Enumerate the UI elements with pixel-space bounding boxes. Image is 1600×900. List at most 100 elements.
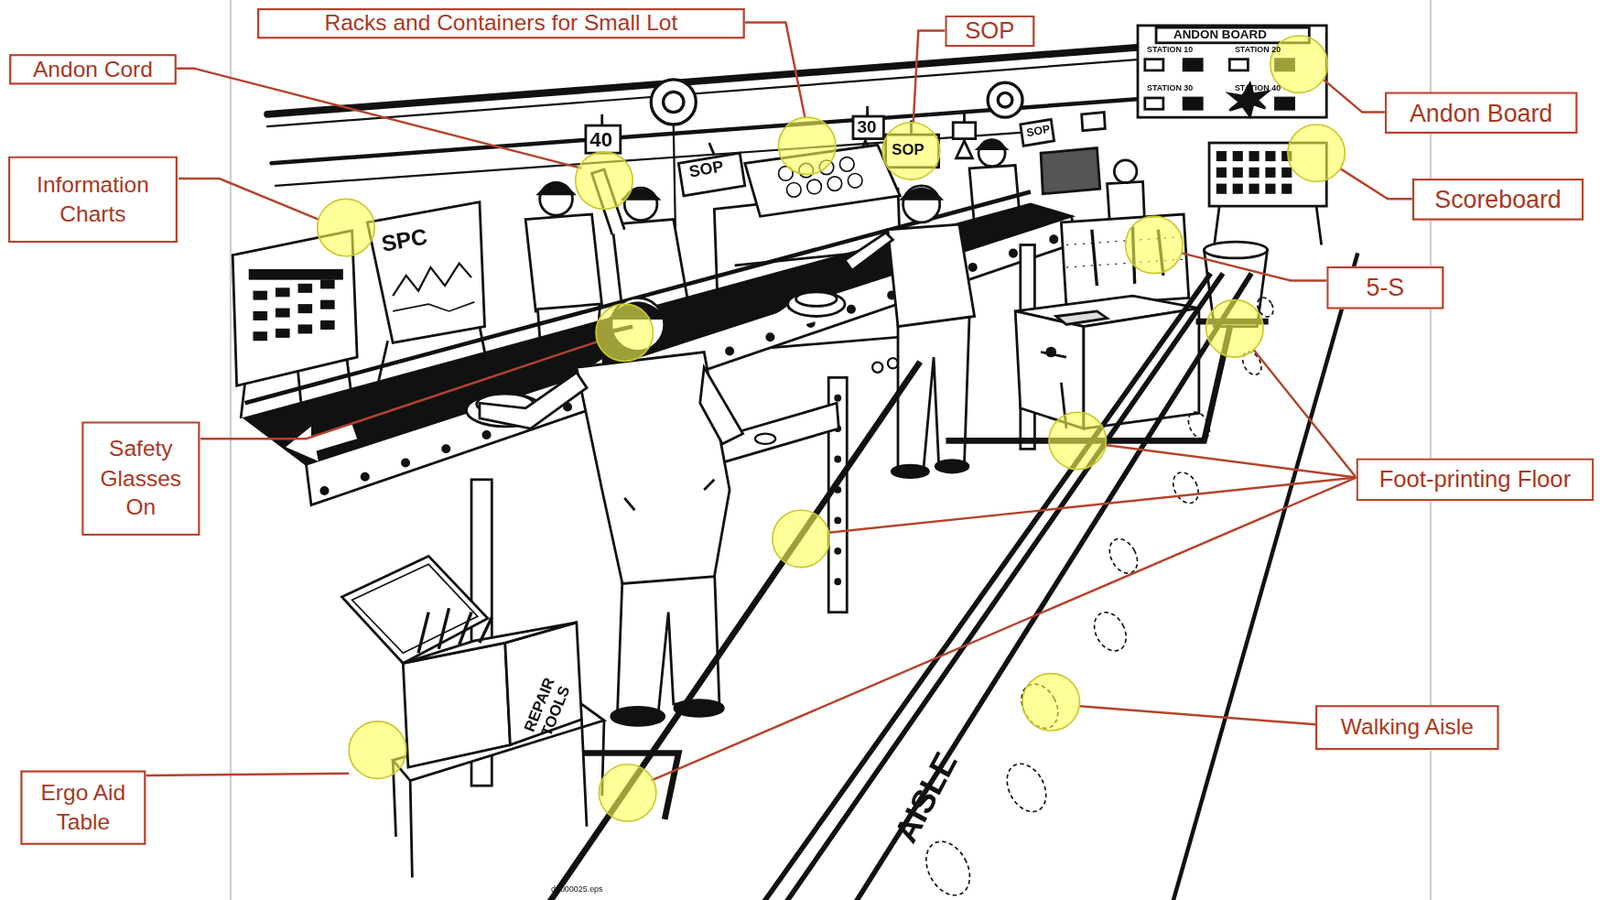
page-frame [1429, 0, 1432, 900]
front-worker [891, 464, 929, 477]
leader-line [745, 22, 806, 119]
manpower-chart [320, 300, 336, 310]
manpower-chart [275, 328, 291, 338]
manpower-chart [298, 324, 314, 334]
front-worker [887, 224, 975, 326]
back-worker [525, 214, 603, 312]
leader-line [200, 341, 598, 439]
scoreboard-graphic [1216, 183, 1227, 195]
manpower-chart [252, 291, 268, 301]
back-worker [612, 219, 690, 312]
andon-board-graphic [1275, 97, 1295, 109]
station-number: 40 [589, 128, 613, 152]
footprint [917, 294, 1276, 900]
file-name: d9000025.eps [551, 885, 604, 895]
scoreboard-graphic [1264, 151, 1276, 162]
callout-box: Andon Board [1384, 91, 1579, 134]
scoreboard-graphic [1249, 167, 1260, 178]
manpower-chart [275, 287, 291, 297]
highlight-circle [1048, 411, 1106, 469]
hanging-sign [956, 140, 973, 159]
back-worker [539, 184, 574, 195]
hanging-sign [952, 122, 976, 140]
manpower-chart [275, 308, 291, 318]
callout-text: Information Charts [14, 170, 173, 229]
callout-box: Andon Cord [9, 54, 177, 85]
front-worker [479, 372, 587, 429]
scoreboard-graphic [1249, 151, 1260, 162]
hanging-sign [678, 152, 745, 196]
scoreboard-graphic [1249, 183, 1260, 195]
sop-sign-text: SOP [891, 141, 924, 159]
highlight-circle [778, 117, 836, 174]
callout-box: Safety Glasses On [81, 421, 200, 536]
front-worker [700, 367, 744, 444]
conveyor [285, 424, 357, 462]
footprint [999, 756, 1055, 819]
parts-rack [827, 176, 843, 192]
conveyor [471, 244, 1035, 786]
hanging-sign [585, 125, 621, 153]
highlight-circle [1022, 673, 1080, 731]
scoreboard-graphic [1216, 151, 1292, 195]
aisle-marking: AISLE [887, 746, 965, 849]
leader-line [1323, 79, 1385, 113]
highlight-circle [598, 764, 656, 822]
scoreboard-graphic [1232, 167, 1244, 178]
manpower-chart [249, 270, 342, 279]
board-title: ANDON BOARD [1173, 28, 1267, 43]
callout-box: Walking Aisle [1315, 704, 1500, 750]
callout-box: Racks and Containers for Small Lot [257, 8, 746, 39]
leader-line [650, 477, 1356, 781]
spc-chart [367, 202, 485, 344]
hanging-sign [853, 116, 884, 140]
conveyor [755, 354, 914, 444]
page-frame [230, 0, 1431, 900]
leader-line [177, 178, 319, 220]
ceiling-rail [267, 46, 1154, 186]
manpower-chart [298, 303, 314, 314]
callout-text: SOP [964, 15, 1015, 46]
scoreboard-graphic [1281, 167, 1292, 178]
front-worker [624, 479, 714, 510]
conveyor [245, 192, 1078, 787]
front-worker [844, 232, 893, 271]
station-number: 30 [856, 118, 876, 138]
scoreboard-graphic [1216, 167, 1227, 178]
conveyor [887, 357, 898, 368]
andon-board-graphic [1183, 97, 1202, 109]
manpower-chart [252, 279, 335, 341]
manpower-chart [252, 331, 268, 341]
hanging-sign [709, 142, 715, 155]
front-worker [616, 566, 719, 715]
leader-line [913, 30, 946, 122]
conveyor [788, 291, 845, 317]
manpower-chart [252, 311, 268, 321]
spc-chart [392, 302, 475, 312]
callout-box: 5-S [1326, 266, 1444, 310]
conveyor [755, 433, 776, 444]
highlight-circle [575, 151, 633, 209]
aisle-line [788, 275, 1222, 900]
workbench [1015, 311, 1084, 429]
callout-text: Scoreboard [1434, 183, 1561, 217]
highlight-circle [348, 721, 406, 779]
scoreboard-graphic [1232, 183, 1244, 195]
hanging-sign [1081, 112, 1106, 131]
back-worker [1113, 160, 1137, 184]
scoreboard-graphic [1216, 151, 1227, 162]
footprint [1088, 606, 1133, 657]
repair-toolbox [402, 642, 510, 768]
workbench [1047, 347, 1056, 357]
manpower-chart [320, 279, 336, 289]
leader-line [1340, 168, 1413, 199]
hose-reel [997, 92, 1013, 108]
highlight-circle [1125, 216, 1183, 273]
callout-text: Racks and Containers for Small Lot [324, 9, 678, 39]
station-label: STATION 20 [1234, 45, 1281, 55]
hose-reel [663, 91, 684, 112]
aisle-line [765, 255, 1358, 900]
scoreboard-graphic [1214, 205, 1322, 245]
footprint [1167, 467, 1203, 508]
